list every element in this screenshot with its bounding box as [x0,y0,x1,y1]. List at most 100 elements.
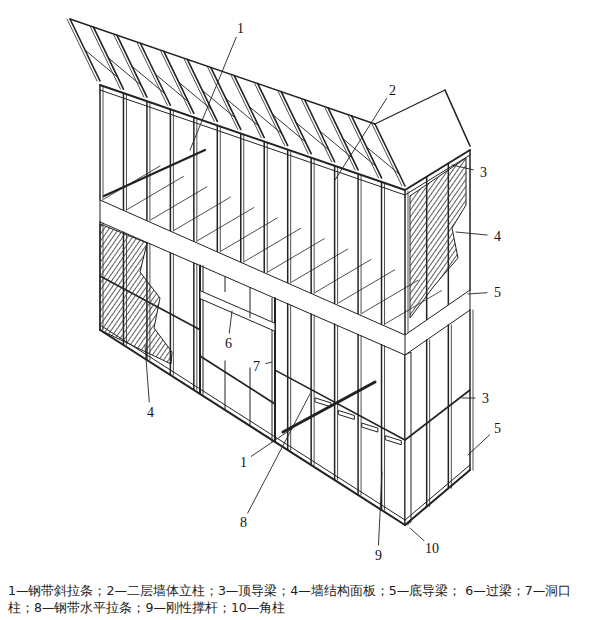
floor-joist [292,249,348,282]
upper-stud [126,94,127,210]
bottom-track [100,330,405,525]
lower-stud [473,310,474,470]
upper-stud [469,150,471,290]
callout-number: 3 [480,391,491,406]
top-track [100,90,405,195]
upper-stud [384,183,385,325]
callout-number: 4 [145,405,156,420]
figure-caption: 1—钢带斜拉条；2—二层墙体立柱；3—顶导梁；4—墙结构面板；5—底导梁； 6—… [8,582,592,616]
leader-line [190,37,236,150]
floor-joist [221,218,277,251]
lower-stud [429,340,430,507]
opening-post [203,266,204,394]
lower-stud [384,346,385,510]
upper-stud [310,158,312,294]
upper-stud [408,191,409,335]
callout-number: 2 [387,83,398,98]
rigid-blocking [338,410,354,419]
upper-stud [103,86,104,200]
upper-stud [173,110,174,231]
rafter [161,51,191,113]
upper-stud [290,151,291,283]
upper-stud [217,125,219,252]
callout-number: 5 [492,421,503,436]
lower-stud [361,336,362,495]
callout-number: 4 [492,229,503,244]
callout-number: 3 [478,165,489,180]
floor-rim [405,335,406,355]
upper-stud [263,142,265,273]
steel-strap-horizontal [405,390,470,440]
upper-stud [196,118,197,241]
lower-stud [451,325,452,488]
leader-line [229,311,232,333]
rafter [67,19,97,81]
leader-line [410,528,425,541]
rafter [208,67,238,129]
upper-stud [240,133,242,262]
upper-stud [267,143,268,273]
callout-number: 7 [251,359,262,374]
cripple-stud [250,368,251,426]
lower-stud [196,264,197,390]
rafter [278,92,308,154]
upper-stud [357,174,359,314]
floor-joist [174,197,230,230]
upper-stud [334,166,336,304]
rafter [372,124,402,186]
callout-number: 9 [373,548,384,563]
leader-line [462,398,475,399]
rafter [445,90,470,146]
leader-line [468,293,487,294]
floor-joist [315,259,371,292]
lower-stud [173,254,174,375]
upper-stud [123,93,125,210]
leader-line [266,362,272,364]
steel-strap-horizontal [275,370,405,440]
lower-stud [314,315,315,465]
rafter [255,84,285,146]
callout-number: 6 [223,336,234,351]
rafter [349,116,379,178]
sheathing-panel [100,224,172,364]
floor-joist [245,228,301,261]
rafter [90,27,120,89]
rafter [375,90,445,124]
upper-stud [287,150,289,283]
rafter [302,100,332,162]
upper-stud [243,134,244,262]
rafter [325,108,355,170]
upper-stud [404,190,406,335]
bottom-track [100,325,405,520]
rafter [375,124,405,186]
upper-stud [193,117,195,241]
cripple-stud [225,361,226,410]
upper-stud [381,182,383,325]
callout-number: 1 [235,21,246,36]
cripple-stud [250,287,251,317]
cripple-stud [225,277,226,292]
rigid-blocking [385,436,401,445]
rafter [231,76,261,138]
callout-number: 1 [238,455,249,470]
upper-stud [314,159,315,294]
top-track [100,85,405,190]
leader-line [145,345,149,402]
rafter [137,43,167,105]
bottom-track [405,465,470,520]
upper-stud [361,175,362,314]
upper-stud [146,101,148,221]
leader-line [251,428,293,456]
opening-post [272,298,273,442]
callout-number: 5 [492,285,503,300]
floor-joist [151,187,207,220]
rigid-blocking [315,398,331,407]
callout-number: 10 [423,541,441,556]
leader-line [248,394,310,513]
steel-strap-diagonal [104,150,205,196]
upper-stud [99,85,101,200]
upper-stud [149,102,150,221]
bottom-track [405,470,470,525]
upper-stud [337,167,338,304]
